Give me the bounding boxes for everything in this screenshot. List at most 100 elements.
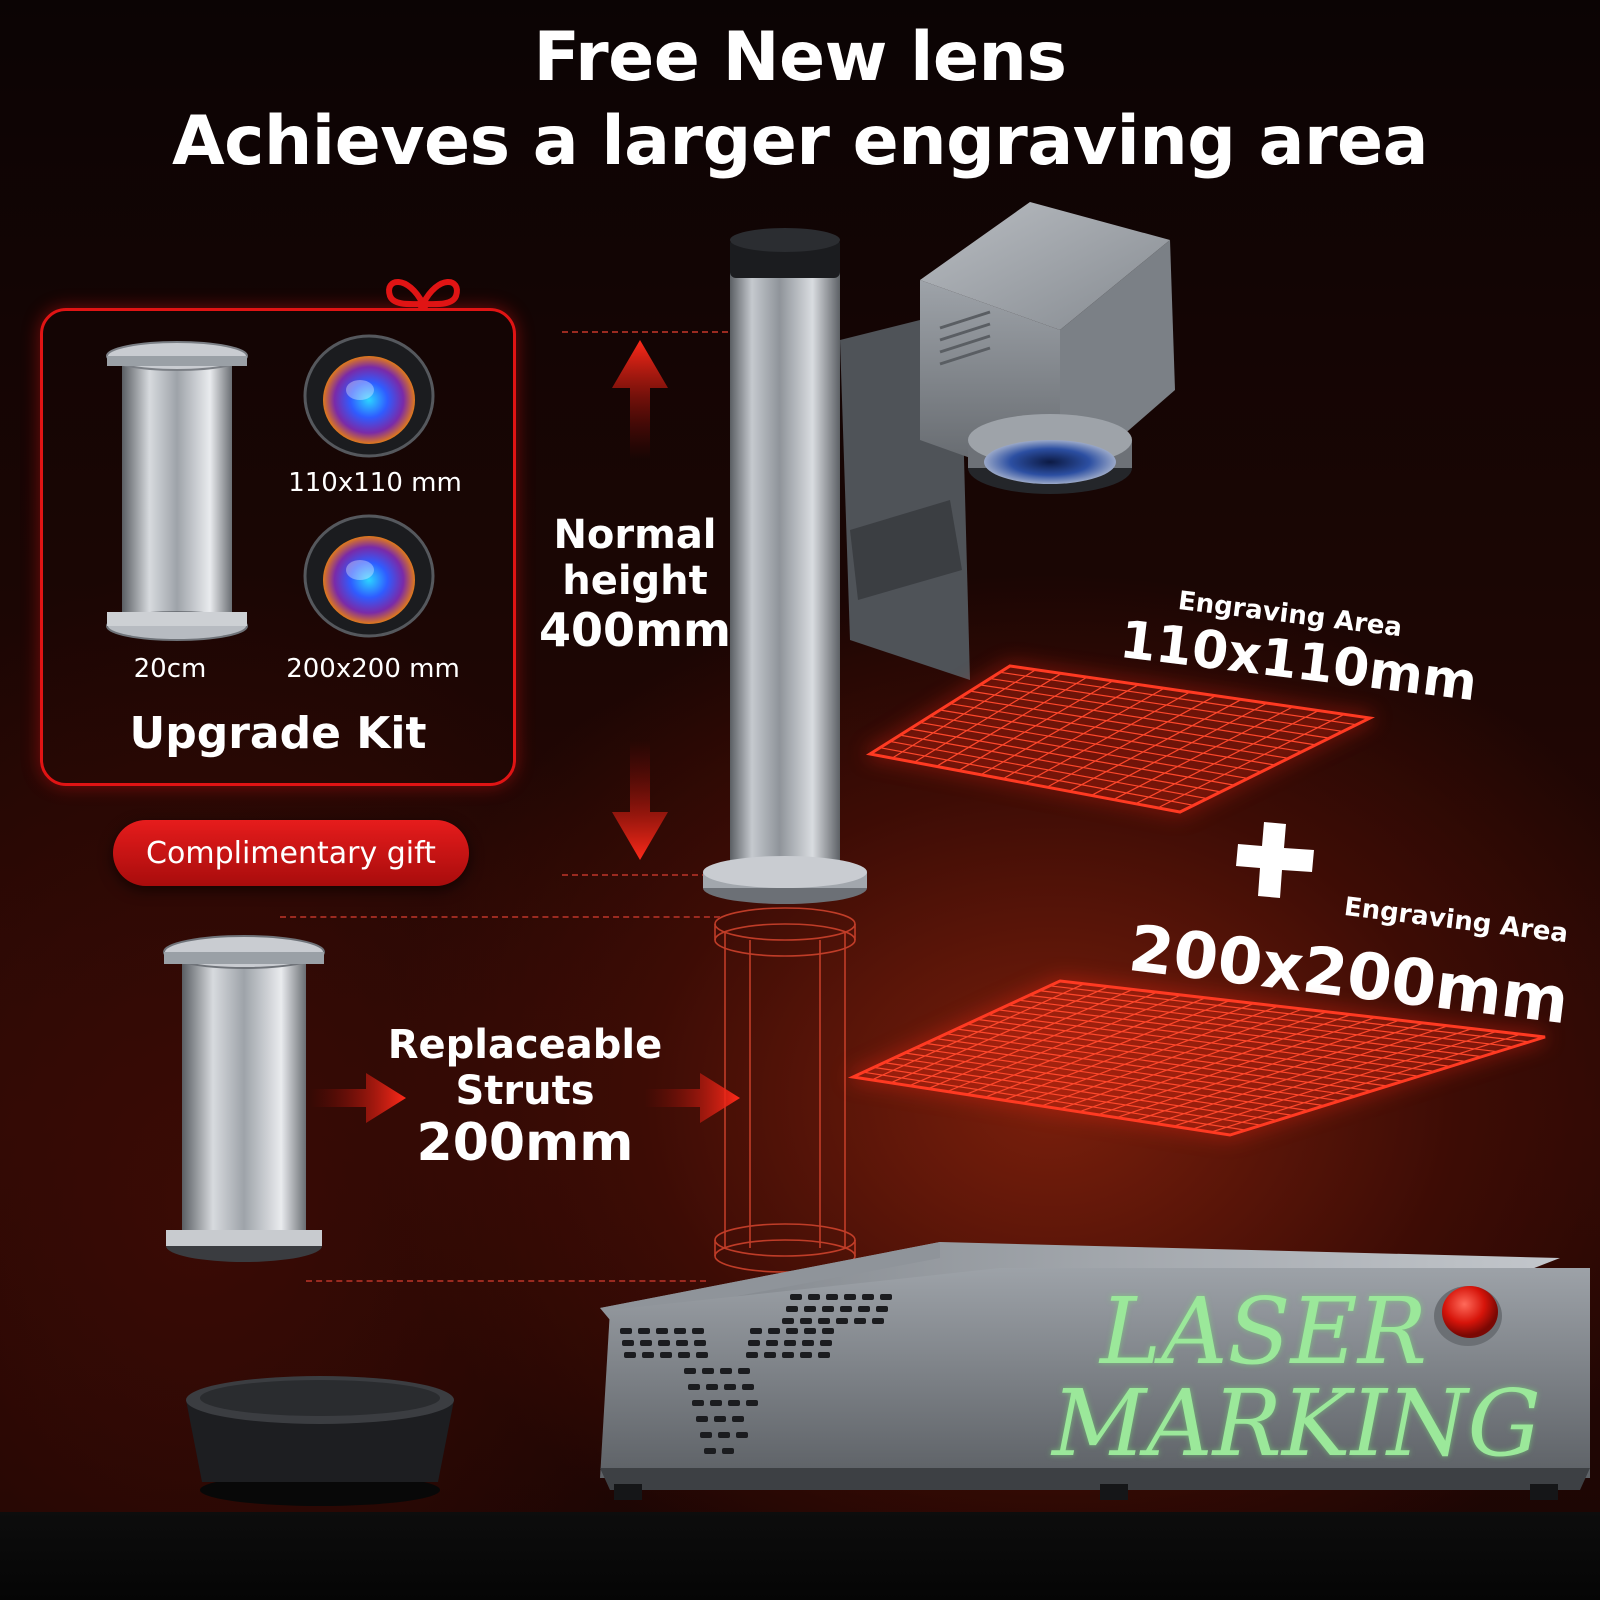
floor-surface xyxy=(0,1512,1600,1600)
vent-slot xyxy=(750,1328,762,1334)
grid-line xyxy=(1116,1019,1400,1119)
vent-slot xyxy=(804,1306,816,1312)
vent-slot xyxy=(854,1318,866,1324)
vent-slot xyxy=(782,1318,794,1324)
replaceable-struts-value: 200mm xyxy=(416,1113,634,1173)
kit-lens-large-image xyxy=(303,514,435,638)
normal-height-text: Normal height 400mm xyxy=(530,512,740,657)
strut-top-dashed-line xyxy=(280,916,720,918)
area-large-caption: Engraving Area xyxy=(1342,892,1570,950)
vent-slot xyxy=(872,1318,884,1324)
vent-slot xyxy=(820,1340,832,1346)
vent-slot xyxy=(674,1328,686,1334)
kit-lens-small-image xyxy=(303,334,435,458)
grid-line xyxy=(899,734,1221,793)
kit-strut-label: 20cm xyxy=(133,654,207,684)
grid-line xyxy=(1113,706,1294,801)
grid-line xyxy=(879,747,1194,806)
vent-slot xyxy=(642,1352,654,1358)
grid-line xyxy=(889,740,1208,800)
replaceable-struts-line-2: Struts xyxy=(455,1068,595,1114)
vent-slot xyxy=(638,1328,650,1334)
vent-slot xyxy=(764,1352,776,1358)
vent-slot xyxy=(782,1352,794,1358)
strut-bottom-dashed-line xyxy=(306,1280,706,1282)
vent-slot xyxy=(818,1318,830,1324)
arrow-up-icon xyxy=(612,340,668,460)
vent-slot xyxy=(784,1340,796,1346)
vent-slot xyxy=(706,1384,718,1390)
vent-slot xyxy=(826,1294,838,1300)
arrow-down-icon xyxy=(612,740,668,860)
grid-line xyxy=(904,1052,1309,1112)
complimentary-gift-badge: Complimentary gift xyxy=(113,820,469,886)
kit-lens-small-label: 110x110 mm xyxy=(288,468,462,498)
vent-slot xyxy=(822,1306,834,1312)
grid-line xyxy=(1192,1030,1497,1130)
grid-line xyxy=(956,1028,1388,1087)
replacement-strut-image xyxy=(163,935,325,1262)
vent-slot xyxy=(746,1400,758,1406)
vent-slot xyxy=(660,1352,672,1358)
arrow-right-icon-left xyxy=(310,1073,406,1123)
vent-slot xyxy=(748,1340,760,1346)
vent-slot xyxy=(840,1306,852,1312)
grid-line xyxy=(946,1033,1372,1092)
vent-slot xyxy=(804,1328,816,1334)
vent-slot xyxy=(622,1340,634,1346)
grid-line xyxy=(1097,1016,1376,1116)
height-bottom-dashed-line xyxy=(562,874,738,876)
vent-slot xyxy=(696,1416,708,1422)
vent-slot xyxy=(746,1352,758,1358)
vent-slot xyxy=(722,1448,734,1454)
vent-slot xyxy=(718,1432,730,1438)
vent-slot xyxy=(658,1340,670,1346)
vent-slot xyxy=(676,1340,688,1346)
grid-line xyxy=(935,1038,1357,1097)
kit-strut-image xyxy=(106,341,248,641)
vent-slot xyxy=(858,1306,870,1312)
arrow-right-icon-right xyxy=(644,1073,740,1123)
upgrade-kit-box xyxy=(40,308,516,786)
vent-slot xyxy=(700,1432,712,1438)
vent-slot xyxy=(688,1384,700,1390)
vent-slot xyxy=(704,1448,716,1454)
vent-slot xyxy=(786,1306,798,1312)
grid-line xyxy=(915,1047,1325,1107)
vent-slot xyxy=(692,1328,704,1334)
vent-slot xyxy=(836,1318,848,1324)
grid-line xyxy=(1091,702,1268,796)
laser-machine-illustration xyxy=(703,202,1175,904)
vent-slot xyxy=(862,1294,874,1300)
vent-slot xyxy=(876,1306,888,1312)
grid-line xyxy=(863,1071,1246,1131)
vent-slot xyxy=(724,1384,736,1390)
grid-line xyxy=(909,728,1235,786)
vent-slot xyxy=(822,1328,834,1334)
grid-line xyxy=(1078,1014,1352,1113)
grid-line xyxy=(883,1062,1278,1121)
normal-height-line-1: Normal xyxy=(553,512,717,558)
headline-line-2: Achieves a larger engraving area xyxy=(171,102,1429,181)
kit-lens-large-label: 200x200 mm xyxy=(286,654,460,684)
vent-slot xyxy=(808,1294,820,1300)
machine-text-marking: MARKING xyxy=(1052,1370,1541,1477)
vent-slot xyxy=(624,1352,636,1358)
vent-slot xyxy=(736,1432,748,1438)
replaceable-struts-text: Replaceable Struts 200mm xyxy=(370,1022,680,1174)
grid-line xyxy=(1157,713,1345,809)
vent-slot xyxy=(620,1328,632,1334)
vent-slot xyxy=(694,1340,706,1346)
vent-slot xyxy=(768,1328,780,1334)
normal-height-line-2: height xyxy=(562,558,708,604)
grid-line xyxy=(925,1042,1341,1102)
vent-slot xyxy=(728,1400,740,1406)
grid-line xyxy=(919,721,1248,780)
vent-slot xyxy=(790,1294,802,1300)
headline-line-1: Free New lens xyxy=(533,18,1067,97)
vent-slot xyxy=(720,1368,732,1374)
engraving-grid-small xyxy=(865,664,1375,814)
vent-slot xyxy=(880,1294,892,1300)
grid-line xyxy=(1069,698,1242,792)
machine-text-laser: LASER xyxy=(1100,1278,1427,1385)
